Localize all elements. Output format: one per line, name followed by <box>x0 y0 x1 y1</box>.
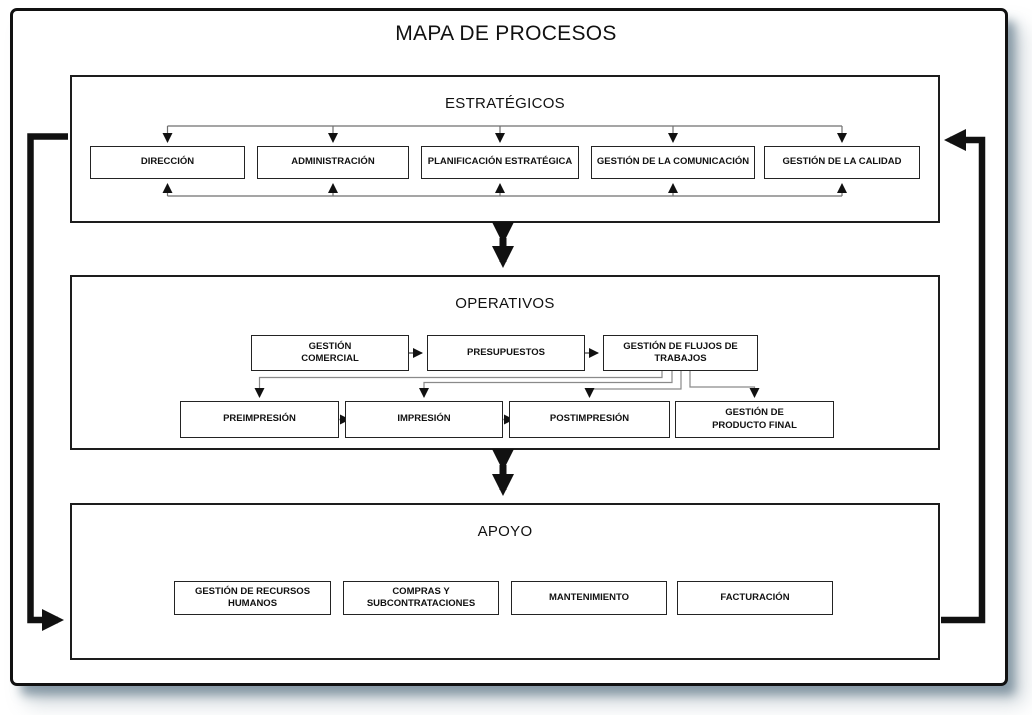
process-box-compras-subcontrataciones: COMPRAS Y SUBCONTRATACIONES <box>343 581 499 615</box>
process-box-administracion: ADMINISTRACIÓN <box>257 146 409 179</box>
process-box-mantenimiento: MANTENIMIENTO <box>511 581 667 615</box>
process-box-label: ADMINISTRACIÓN <box>291 156 375 168</box>
process-box-planificacion-estrategica: PLANIFICACIÓN ESTRATÉGICA <box>421 146 579 179</box>
process-box-gestion-calidad: GESTIÓN DE LA CALIDAD <box>764 146 920 179</box>
process-box-label: GESTIÓN DE RECURSOS HUMANOS <box>194 585 311 609</box>
process-box-label: GESTIÓN DE LA COMUNICACIÓN <box>596 156 750 168</box>
process-box-label: DIRECCIÓN <box>140 156 195 168</box>
process-box-direccion: DIRECCIÓN <box>90 146 245 179</box>
process-box-gestion-producto-final: GESTIÓN DE PRODUCTO FINAL <box>675 401 834 438</box>
process-box-postimpresion: POSTIMPRESIÓN <box>509 401 670 438</box>
process-box-facturacion: FACTURACIÓN <box>677 581 833 615</box>
process-box-label: PREIMPRESIÓN <box>223 413 296 425</box>
process-box-impresion: IMPRESIÓN <box>345 401 503 438</box>
process-box-label: GESTIÓN DE FLUJOS DE TRABAJOS <box>623 340 738 364</box>
process-box-gestion-comunicacion: GESTIÓN DE LA COMUNICACIÓN <box>591 146 755 179</box>
process-box-label: PLANIFICACIÓN ESTRATÉGICA <box>427 156 573 168</box>
process-box-label: GESTIÓN DE PRODUCTO FINAL <box>712 407 797 431</box>
process-box-gestion-recursos-humanos: GESTIÓN DE RECURSOS HUMANOS <box>174 581 331 615</box>
process-box-preimpresion: PREIMPRESIÓN <box>180 401 339 438</box>
section-operativos-title: OPERATIVOS <box>455 295 555 312</box>
process-box-label: PRESUPUESTOS <box>467 346 545 358</box>
process-box-presupuestos: PRESUPUESTOS <box>427 335 585 371</box>
process-box-label: IMPRESIÓN <box>397 413 451 425</box>
process-box-label: MANTENIMIENTO <box>548 591 630 603</box>
process-box-label: GESTIÓN DE LA CALIDAD <box>782 156 902 168</box>
process-box-label: POSTIMPRESIÓN <box>549 413 630 425</box>
process-box-label: FACTURACIÓN <box>720 591 790 603</box>
process-box-gestion-flujos-trabajos: GESTIÓN DE FLUJOS DE TRABAJOS <box>603 335 758 371</box>
process-box-label: COMPRAS Y SUBCONTRATACIONES <box>366 585 476 609</box>
section-apoyo-title: APOYO <box>477 523 533 540</box>
section-estrategicos-title: ESTRATÉGICOS <box>444 95 565 112</box>
page-title: MAPA DE PROCESOS <box>395 22 617 45</box>
process-box-label: GESTIÓN COMERCIAL <box>301 340 359 364</box>
process-box-gestion-comercial: GESTIÓN COMERCIAL <box>251 335 409 371</box>
